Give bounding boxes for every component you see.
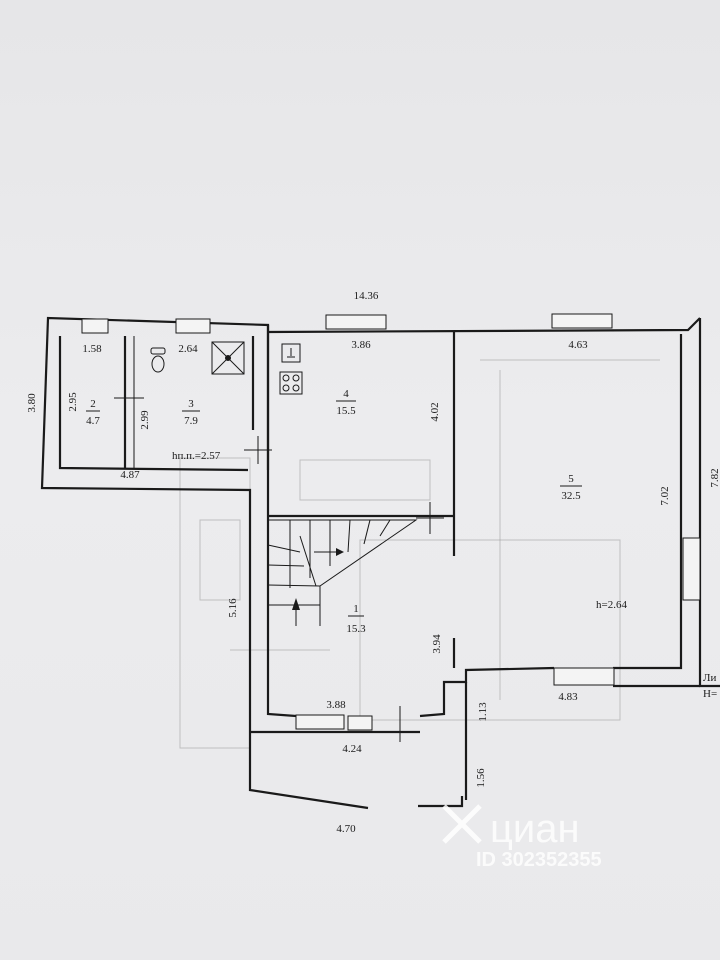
svg-text:3: 3 (188, 398, 194, 410)
window (175, 318, 211, 334)
room-4-label: 4 15.5 (336, 388, 356, 417)
window (81, 318, 109, 334)
svg-text:4: 4 (343, 388, 349, 400)
room-2-label: 2 4.7 (86, 398, 100, 427)
watermark-id: ID 302352355 (476, 849, 602, 871)
room-labels: 1 15.3 2 4.7 3 7.9 4 15.5 5 32.5 (86, 388, 582, 635)
svg-text:15.3: 15.3 (346, 623, 366, 635)
room-3-label: 3 7.9 (182, 398, 200, 427)
room-1-label: 1 15.3 (346, 603, 366, 635)
toilet-icon (150, 347, 166, 373)
svg-text:5: 5 (568, 473, 574, 485)
watermark-brand: циан (490, 807, 580, 851)
dimension-label: 3.94 (431, 634, 443, 654)
cian-logo-icon (442, 804, 482, 844)
dimension-label: 4.70 (336, 823, 356, 835)
window (553, 667, 615, 686)
dimension-label: 3.88 (326, 699, 346, 711)
room-5-label: 5 32.5 (560, 473, 582, 502)
fixtures (150, 341, 303, 395)
window (325, 314, 387, 330)
doors (114, 397, 444, 742)
shower-icon (211, 341, 245, 375)
outer-walls (40, 316, 720, 810)
edge-text: Ли (703, 672, 716, 684)
dimension-label: 3.80 (26, 393, 38, 413)
dimension-label: 5.16 (227, 598, 239, 618)
sink-icon (281, 343, 301, 363)
ceiling-height-note: h=2.64 (596, 599, 627, 611)
dimension-label: 7.02 (659, 486, 671, 505)
watermark: циан ID 302352355 (442, 804, 602, 871)
svg-text:1: 1 (353, 603, 359, 615)
dimension-label: 1.58 (82, 343, 102, 355)
dimension-label: 4.02 (429, 402, 441, 421)
dimension-label: 7.82 (709, 468, 720, 487)
dimension-label: 2.95 (67, 392, 79, 412)
edge-text: H= (703, 688, 717, 700)
dimension-label: 4.24 (342, 743, 362, 755)
dimension-label: 1.13 (477, 702, 489, 722)
window (295, 714, 345, 730)
dimension-labels: 14.36 1.58 2.64 3.86 4.63 4.87 3.88 4.24… (26, 290, 720, 835)
window (551, 313, 613, 329)
svg-text:15.5: 15.5 (336, 405, 356, 417)
dimension-label: 14.36 (354, 290, 379, 302)
dimension-label: 2.64 (178, 343, 198, 355)
dimension-label: 1.56 (475, 768, 487, 788)
bleed-through-lines (179, 359, 660, 749)
svg-text:32.5: 32.5 (561, 490, 581, 502)
interior-walls (123, 332, 456, 668)
window (682, 537, 701, 601)
windows (81, 313, 701, 731)
dimension-label: 4.87 (120, 469, 140, 481)
svg-text:7.9: 7.9 (184, 415, 198, 427)
dimension-label: 2.99 (139, 410, 151, 430)
svg-text:4.7: 4.7 (86, 415, 100, 427)
plan-notes: hп.п.=2.57 h=2.64 Ли H= (172, 450, 717, 700)
dimension-label: 3.86 (351, 339, 371, 351)
svg-text:2: 2 (90, 398, 96, 410)
window (347, 715, 373, 731)
staircase (267, 519, 418, 626)
floor-level-note: hп.п.=2.57 (172, 450, 221, 462)
dimension-label: 4.83 (558, 691, 578, 703)
dimension-label: 4.63 (568, 339, 588, 351)
stove-icon (279, 371, 303, 395)
